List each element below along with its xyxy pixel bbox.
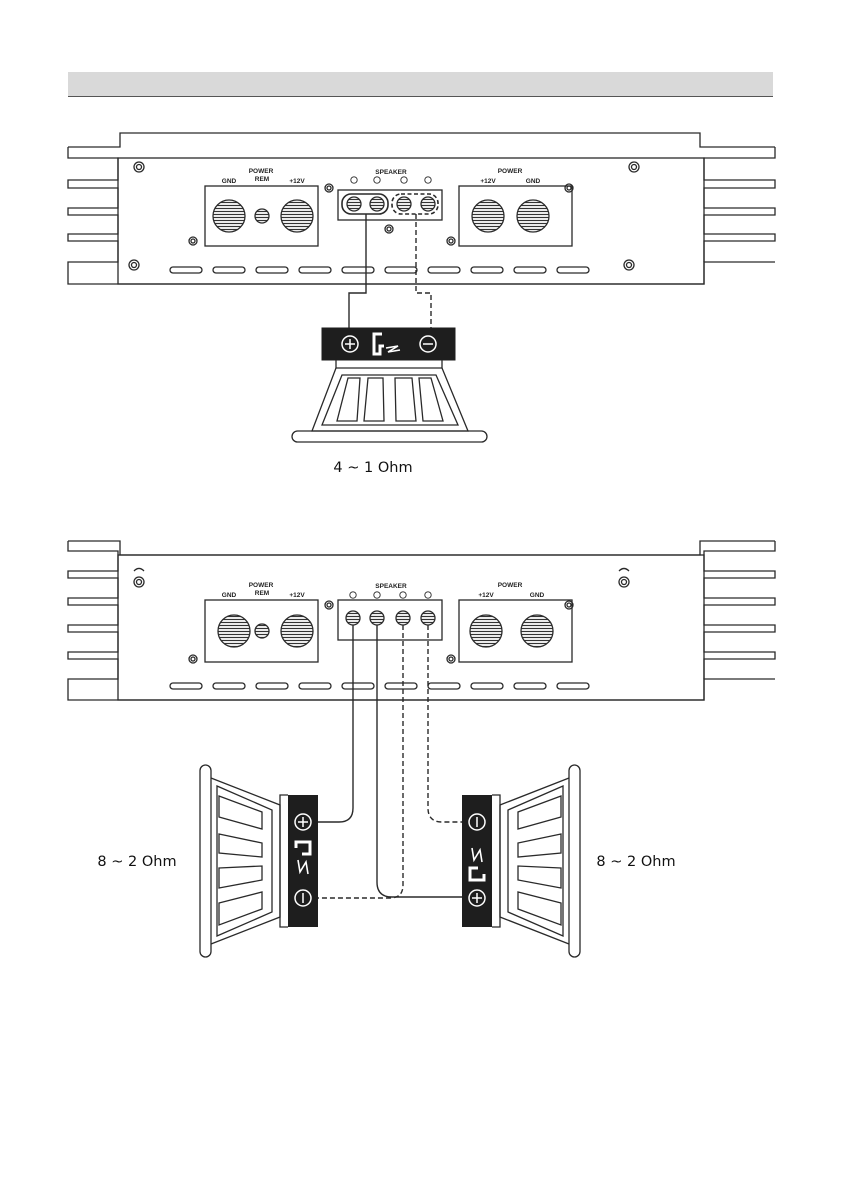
speaker-title: SPEAKER: [375, 583, 407, 590]
left-speaker-impedance: 8 ~ 2 Ohm: [97, 854, 176, 870]
rem-label: REM: [255, 176, 269, 183]
left-power-title: POWER: [249, 582, 274, 589]
right-speaker: [462, 765, 580, 957]
right-power-title: POWER: [498, 168, 523, 175]
gnd-label: GND: [222, 178, 237, 185]
left-power-title: POWER: [249, 168, 274, 175]
single-speaker-impedance: 4 ~ 1 Ohm: [333, 460, 412, 476]
gnd-label: GND: [222, 592, 237, 599]
rem-label: REM: [255, 590, 269, 597]
right-speaker-impedance: 8 ~ 2 Ohm: [596, 854, 675, 870]
amplifier-bottom: [68, 541, 775, 700]
single-speaker: [292, 328, 487, 442]
amp-bottom-labels: POWER GND REM +12V SPEAKER POWER +12V GN…: [222, 582, 545, 599]
speaker-title: SPEAKER: [375, 169, 407, 176]
right-gnd-label: GND: [530, 592, 545, 599]
right-plus12-label: +12V: [480, 178, 496, 185]
amplifier-top: [68, 133, 775, 284]
wires-bottom: [318, 625, 462, 898]
plus12-label: +12V: [289, 592, 305, 599]
right-power-title: POWER: [498, 582, 523, 589]
plus12-label: +12V: [289, 178, 305, 185]
amp-top-labels: POWER GND REM +12V SPEAKER POWER +12V GN…: [222, 168, 541, 185]
right-plus12-label: +12V: [478, 592, 494, 599]
right-gnd-label: GND: [526, 178, 541, 185]
left-speaker: [200, 765, 318, 957]
